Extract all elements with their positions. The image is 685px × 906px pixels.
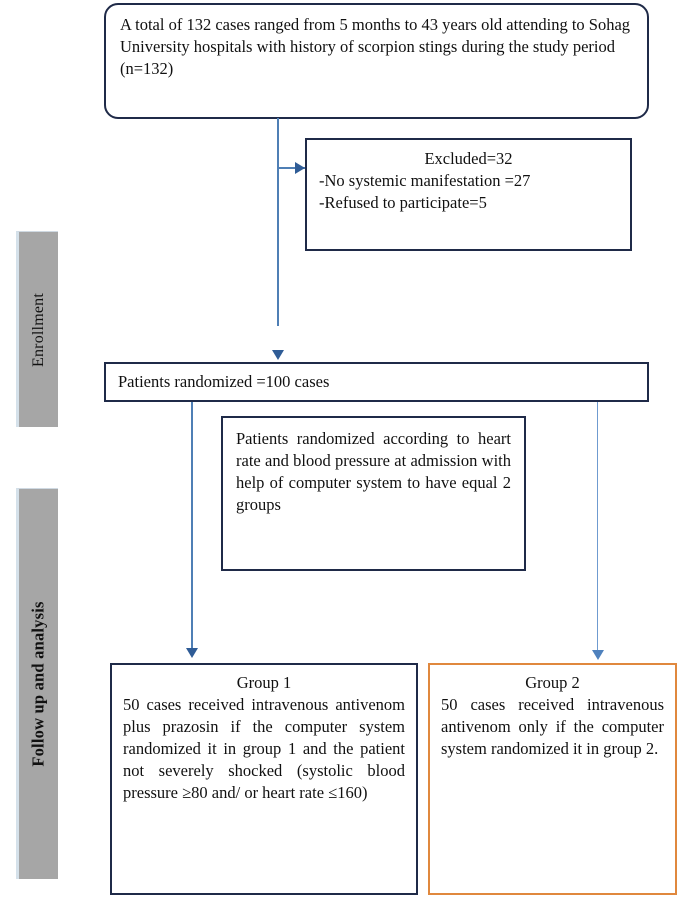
box-patients-randomized-inner: Patients randomized =100 cases <box>106 364 647 400</box>
phase-label-follow-up: Follow up and analysis <box>16 488 58 879</box>
box-enrollment-total-inner: A total of 132 cases ranged from 5 month… <box>106 5 647 89</box>
box-enrollment-total-text: A total of 132 cases ranged from 5 month… <box>120 15 631 78</box>
box-group-1-inner: Group 1 50 cases received intravenous an… <box>112 665 416 811</box>
box-group-1: Group 1 50 cases received intravenous an… <box>110 663 418 895</box>
box-excluded: Excluded=32 -No systemic manifestation =… <box>305 138 632 251</box>
box-group-2-inner: Group 2 50 cases received intravenous an… <box>430 665 675 767</box>
connector-randomized-to-group2 <box>597 402 598 652</box>
box-randomization-method-text: Patients randomized according to heart r… <box>236 429 511 514</box>
box-excluded-reason-1: -No systemic manifestation =27 <box>319 170 531 190</box>
box-patients-randomized-text: Patients randomized =100 cases <box>118 372 330 391</box>
box-group-1-heading: Group 1 <box>236 673 292 692</box>
box-excluded-inner: Excluded=32 -No systemic manifestation =… <box>307 140 630 222</box>
phase-label-enrollment-text: Enrollment <box>29 292 47 367</box>
box-excluded-reason-2: -Refused to participate=5 <box>319 192 487 212</box>
arrowhead-to-excluded-icon <box>295 162 305 174</box>
arrowhead-to-randomized-icon <box>272 350 284 360</box>
box-group-2-text: 50 cases received intravenous antivenom … <box>441 694 664 758</box>
arrowhead-to-group1-icon <box>186 648 198 658</box>
box-patients-randomized: Patients randomized =100 cases <box>104 362 649 402</box>
box-excluded-heading: Excluded=32 <box>424 149 513 168</box>
connector-to-excluded-horizontal <box>279 167 305 169</box>
arrowhead-to-group2-icon <box>592 650 604 660</box>
box-group-2-heading: Group 2 <box>525 673 580 692</box>
box-randomization-method-inner: Patients randomized according to heart r… <box>223 418 524 526</box>
connector-randomized-to-group1 <box>191 402 193 650</box>
phase-label-follow-up-text: Follow up and analysis <box>28 601 48 767</box>
connector-enrollment-total-vertical <box>277 118 279 326</box>
box-group-1-text: 50 cases received intravenous antivenom … <box>123 694 405 802</box>
phase-label-enrollment: Enrollment <box>16 231 58 427</box>
box-enrollment-total: A total of 132 cases ranged from 5 month… <box>104 3 649 119</box>
box-group-2: Group 2 50 cases received intravenous an… <box>428 663 677 895</box>
box-randomization-method: Patients randomized according to heart r… <box>221 416 526 571</box>
